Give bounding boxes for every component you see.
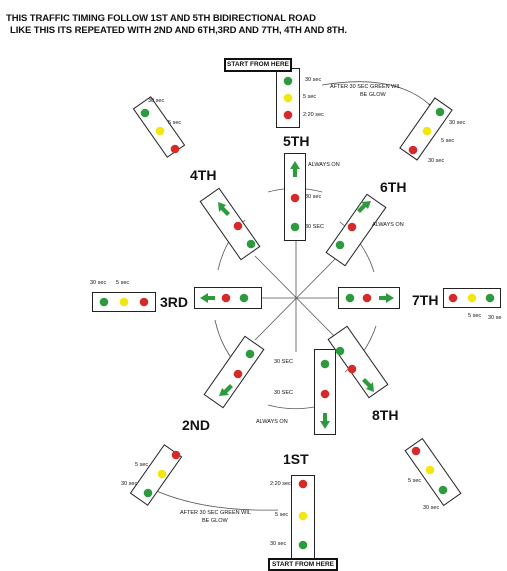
green-light [335, 346, 345, 356]
note-line-1: AFTER 30 SEC GREEN WIL [180, 510, 251, 516]
timing-label: 5 sec [135, 462, 149, 468]
timing-label: 30 sec [90, 280, 107, 286]
start-from-here-bottom: START FROM HERE [268, 558, 338, 571]
red-light [170, 144, 180, 154]
timing-label: 30 sec [423, 505, 440, 511]
yellow-light [467, 293, 477, 303]
road-label-7th: 7TH [412, 292, 439, 308]
timing-label-cut: 30 se [488, 315, 502, 321]
yellow-light [422, 126, 432, 136]
road-label-6th: 6TH [380, 179, 407, 195]
timing-label: 30 sec [305, 194, 322, 200]
road-label-3rd: 3RD [160, 294, 189, 310]
yellow-light [119, 297, 129, 307]
green-light [485, 293, 495, 303]
red-light [298, 479, 308, 489]
up-right-arrow-icon [357, 201, 371, 213]
road-label-5th: 5TH [283, 133, 310, 149]
header-line-1: THIS TRAFFIC TIMING FOLLOW 1ST AND 5TH B… [6, 13, 316, 24]
timing-label: 30 sec [121, 481, 138, 487]
timing-label: 30 SEC [274, 359, 293, 365]
green-light [298, 540, 308, 550]
timing-label: 30 SEC [274, 390, 293, 396]
green-light [143, 488, 153, 498]
green-light [290, 222, 300, 232]
right-arrow-icon [379, 293, 394, 303]
yellow-light [155, 126, 165, 136]
red-light [408, 145, 418, 155]
yellow-light [283, 93, 293, 103]
red-light [448, 293, 458, 303]
up-left-arrow-icon [218, 202, 230, 216]
header-line-2: LIKE THIS ITS REPEATED WITH 2ND AND 6TH,… [10, 25, 347, 36]
timing-label: 30 sec [148, 98, 165, 104]
start-from-here-top: START FROM HERE [224, 58, 292, 72]
timing-label: 5 sec [116, 280, 130, 286]
green-light [438, 485, 448, 495]
green-light [320, 359, 330, 369]
timing-label: 5 sec [303, 94, 317, 100]
down-right-arrow-icon [362, 378, 374, 392]
timing-label: 2:20 sec [270, 481, 291, 487]
red-light [290, 193, 300, 203]
note-line-1: AFTER 30 SEC GREEN WIL [330, 84, 401, 90]
green-light [239, 293, 249, 303]
timing-label: 2:20 sec [303, 112, 324, 118]
green-light [246, 239, 256, 249]
timing-label: 30 sec [305, 77, 322, 83]
red-light [139, 297, 149, 307]
green-light [335, 240, 345, 250]
timing-label: 5 sec [408, 478, 422, 484]
road-label-4th: 4TH [190, 167, 217, 183]
green-light [283, 76, 293, 86]
timing-label: 5 sec [275, 512, 289, 518]
timing-label: 30 sec [449, 120, 466, 126]
red-light [411, 446, 421, 456]
road-label-2nd: 2ND [182, 417, 211, 433]
yellow-light [425, 465, 435, 475]
green-light [245, 349, 255, 359]
green-light [345, 293, 355, 303]
timing-label: 5 sec [168, 120, 182, 126]
red-light [171, 450, 181, 460]
timing-label: 30 SEC [305, 224, 324, 230]
timing-label: 30 sec [428, 158, 445, 164]
red-light [362, 293, 372, 303]
red-light [347, 364, 357, 374]
note-line-2: BE GLOW [360, 92, 386, 98]
yellow-light [157, 469, 167, 479]
red-light [320, 389, 330, 399]
always-on-label: ALWAYS ON [256, 419, 288, 425]
red-light [233, 221, 243, 231]
green-light [435, 107, 445, 117]
down-arrow-icon [320, 413, 330, 429]
red-light [347, 222, 357, 232]
green-light [99, 297, 109, 307]
timing-label: 5 sec [441, 138, 455, 144]
red-light [283, 110, 293, 120]
note-line-2: BE GLOW [202, 518, 228, 524]
road-label-8th: 8TH [372, 407, 399, 423]
red-light [233, 369, 243, 379]
yellow-light [298, 511, 308, 521]
always-on-label: ALWAYS ON [372, 222, 404, 228]
down-left-arrow-icon [219, 384, 233, 396]
road-label-1st: 1ST [283, 451, 309, 467]
left-arrow-icon [200, 293, 215, 303]
always-on-label: ALWAYS ON [308, 162, 340, 168]
up-arrow-icon [290, 161, 300, 177]
green-light [140, 108, 150, 118]
red-light [221, 293, 231, 303]
timing-label: 30 sec [270, 541, 287, 547]
timing-label: 5 sec [468, 313, 482, 319]
